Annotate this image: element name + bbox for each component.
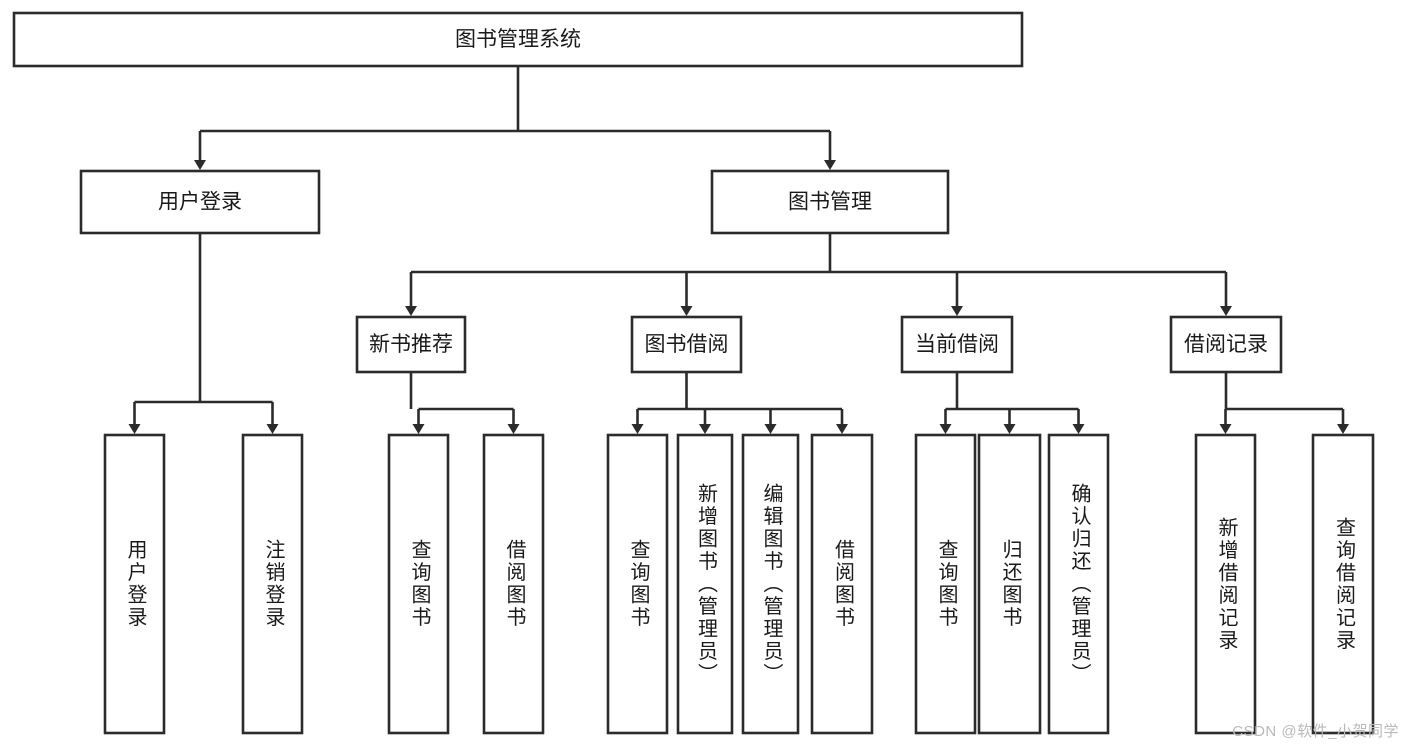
leaf-box-9[interactable]: [977, 433, 1042, 735]
leaf-box-3[interactable]: [482, 433, 545, 735]
node-l3-label-3: 借阅记录: [1184, 333, 1268, 356]
leaf-box-5[interactable]: [676, 433, 734, 735]
watermark-text: CSDN @软件_小贺同学: [1232, 723, 1399, 740]
leaf-box-4[interactable]: [606, 433, 669, 735]
leaf-box-8[interactable]: [914, 433, 977, 735]
leaf-box-1[interactable]: [241, 433, 304, 735]
node-l2-1[interactable]: [710, 169, 950, 235]
leaf-box-12[interactable]: [1311, 433, 1375, 735]
leaf-box-2[interactable]: [387, 433, 450, 735]
leaf-box-11[interactable]: [1194, 433, 1257, 735]
node-l3-2[interactable]: [900, 315, 1014, 374]
leaf-box-10[interactable]: [1047, 433, 1110, 735]
leaf-box-0[interactable]: [103, 433, 166, 735]
node-root-label: 图书管理系统: [455, 28, 581, 51]
node-l2-label-1: 图书管理: [788, 191, 872, 214]
node-l3-1[interactable]: [630, 315, 743, 374]
node-l2-label-0: 用户登录: [158, 191, 242, 214]
node-l2-0[interactable]: [79, 169, 321, 235]
leaf-box-6[interactable]: [741, 433, 800, 735]
connector-lines: [128, 66, 1349, 434]
node-l3-label-0: 新书推荐: [369, 333, 453, 356]
node-l3-3[interactable]: [1169, 315, 1283, 374]
node-l3-0[interactable]: [355, 315, 467, 374]
node-root[interactable]: [12, 11, 1024, 68]
leaf-box-7[interactable]: [810, 433, 874, 735]
node-l3-label-2: 当前借阅: [915, 333, 999, 356]
node-l3-label-1: 图书借阅: [645, 333, 729, 356]
